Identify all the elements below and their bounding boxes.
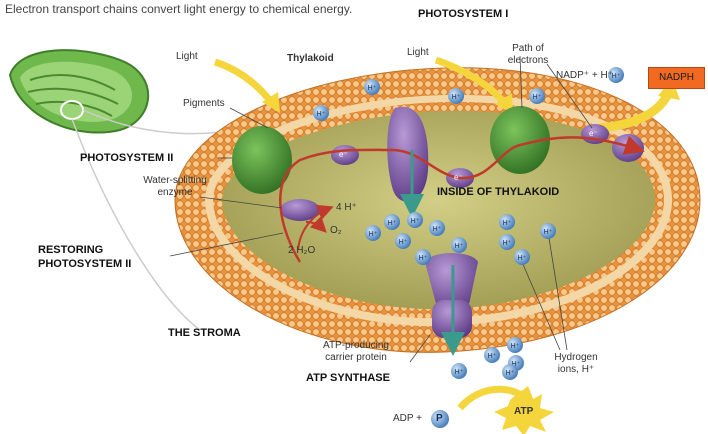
h-ion: H⁺	[313, 105, 329, 121]
atp-synthase-annotation: ATP SYNTHASE	[306, 372, 390, 384]
stroma-annotation: THE STROMA	[168, 327, 241, 339]
h-ion: H⁺	[529, 88, 545, 104]
phosphate-label: P	[436, 413, 443, 424]
h-ion: H⁺	[502, 364, 518, 380]
phosphate-circle	[431, 410, 449, 428]
water-to-h-arrow	[297, 204, 334, 251]
leader-lines	[169, 55, 593, 363]
h-ion: H⁺	[451, 363, 467, 379]
cytochrome-complex	[387, 106, 429, 202]
h-ion: H⁺	[499, 214, 515, 230]
svg-text:H⁺: H⁺	[369, 231, 378, 238]
light-right-label: Light	[407, 47, 429, 58]
svg-text:H⁺: H⁺	[411, 218, 420, 225]
water-to-o2-arrow	[305, 215, 327, 233]
photosystem-i-annotation: PHOTOSYSTEM I	[418, 8, 509, 20]
svg-text:H⁺: H⁺	[368, 85, 377, 92]
svg-text:H⁺: H⁺	[317, 111, 326, 118]
svg-text:H⁺: H⁺	[455, 369, 464, 376]
svg-text:H⁺: H⁺	[455, 243, 464, 250]
four-h-label: 4 H⁺	[336, 202, 357, 213]
svg-text:H⁺: H⁺	[503, 220, 512, 227]
svg-text:H⁺: H⁺	[544, 229, 553, 236]
h-ion: H⁺	[451, 237, 467, 253]
atp-label: ATP	[514, 406, 534, 417]
svg-text:H⁺: H⁺	[612, 73, 621, 80]
h-ion: H⁺	[364, 79, 380, 95]
electron-label: e⁻	[339, 150, 348, 159]
svg-text:H⁺: H⁺	[488, 353, 497, 360]
h-ion: H⁺	[608, 67, 624, 83]
photosystem-ii	[232, 126, 292, 194]
diagram-title: Electron transport chains convert light …	[5, 2, 353, 16]
light-arrow-left	[213, 58, 280, 113]
photosystem-i	[490, 106, 550, 174]
h-ion: H⁺	[384, 214, 400, 230]
atp-producing-label: ATP-producing carrier protein	[323, 340, 389, 363]
hydrogen-ions: H⁺ H⁺ H⁺ H⁺ H⁺ H⁺ H⁺ H⁺ H⁺ H⁺ H⁺ H⁺ H⁺ H…	[313, 67, 624, 380]
svg-text:H⁺: H⁺	[518, 255, 527, 262]
water-splitting-label: Water-splitting enzyme	[143, 175, 207, 198]
chloroplast-inset	[8, 49, 283, 331]
atp-burst	[494, 390, 554, 434]
electron-label: e⁻	[454, 173, 463, 182]
h-ion: H⁺	[540, 223, 556, 239]
svg-text:H⁺: H⁺	[511, 343, 520, 350]
electron-label: e⁻	[589, 129, 598, 138]
pigments-label: Pigments	[183, 98, 225, 109]
water-splitting-enzyme	[280, 199, 320, 221]
h-ion: H⁺	[499, 234, 515, 250]
path-of-electrons-label: Path of electrons	[507, 43, 549, 66]
svg-text:H⁺: H⁺	[399, 239, 408, 246]
h-ion: H⁺	[484, 347, 500, 363]
nadph-box: NADPH	[648, 67, 705, 89]
svg-text:H⁺: H⁺	[452, 94, 461, 101]
light-left-label: Light	[176, 51, 198, 62]
svg-text:H⁺: H⁺	[433, 226, 442, 233]
svg-text:H⁺: H⁺	[503, 240, 512, 247]
electron-path	[279, 135, 645, 263]
o2-label: O₂	[330, 225, 342, 236]
h-ion: H⁺	[448, 88, 464, 104]
adp-label: ADP +	[393, 413, 422, 424]
svg-text:H⁺: H⁺	[388, 220, 397, 227]
h-ion: H⁺	[429, 220, 445, 236]
h-ion: H⁺	[415, 249, 431, 265]
thylakoid-label: Thylakoid	[287, 53, 334, 64]
h-ion: H⁺	[507, 337, 523, 353]
nadp-label: NADP⁺ + H⁺	[556, 70, 613, 81]
svg-text:H⁺: H⁺	[419, 255, 428, 262]
svg-text:H⁺: H⁺	[533, 94, 542, 101]
inside-thylakoid-annotation: INSIDE OF THYLAKOID	[437, 186, 560, 198]
svg-text:H⁺: H⁺	[506, 370, 515, 377]
h-ion: H⁺	[514, 249, 530, 265]
two-h2o-label: 2 H₂O	[288, 245, 316, 256]
h-ion: H⁺	[395, 233, 411, 249]
h-ion: H⁺	[407, 212, 423, 228]
nadp-reductase	[612, 134, 644, 162]
restoring-annotation: RESTORING PHOTOSYSTEM II	[38, 244, 132, 270]
nadph-arrow	[597, 78, 680, 133]
hydrogen-ions-label: Hydrogen ions, H⁺	[554, 352, 598, 375]
h-ion: H⁺	[365, 225, 381, 241]
svg-text:H⁺: H⁺	[512, 361, 521, 368]
photosystem-ii-annotation: PHOTOSYSTEM II	[80, 152, 174, 164]
